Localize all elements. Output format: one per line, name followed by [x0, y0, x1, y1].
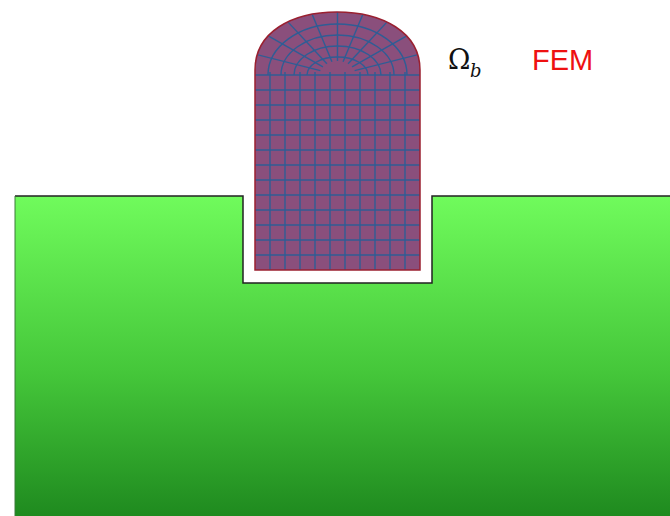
- mesh-line: [255, 194, 420, 195]
- mesh-line: [255, 209, 420, 210]
- method-label: FEM: [532, 46, 593, 75]
- mesh-line: [255, 254, 420, 255]
- mesh-line: [255, 119, 420, 120]
- mesh-line: [255, 134, 420, 135]
- mesh-line: [255, 239, 420, 240]
- mesh-line: [355, 53, 423, 70]
- ground-edge: [15, 196, 16, 516]
- mesh-line: [255, 179, 420, 180]
- mesh-line: [337, 5, 338, 61]
- mesh-line: [255, 104, 420, 105]
- mesh-line: [252, 53, 320, 70]
- fem-mesh: [252, 5, 423, 270]
- mesh-line: [255, 89, 420, 90]
- mesh-line: [255, 149, 420, 150]
- domain-symbol: Ω: [448, 46, 470, 73]
- mesh-line: [310, 8, 332, 61]
- mesh-line: [255, 224, 420, 225]
- domain-subscript: b: [470, 62, 482, 80]
- mesh-line: [255, 164, 420, 165]
- mesh-line: [255, 74, 420, 75]
- mesh-line: [343, 8, 365, 61]
- fem-outline: [255, 12, 420, 270]
- mesh-line: [285, 18, 327, 63]
- mesh-line: [352, 34, 410, 67]
